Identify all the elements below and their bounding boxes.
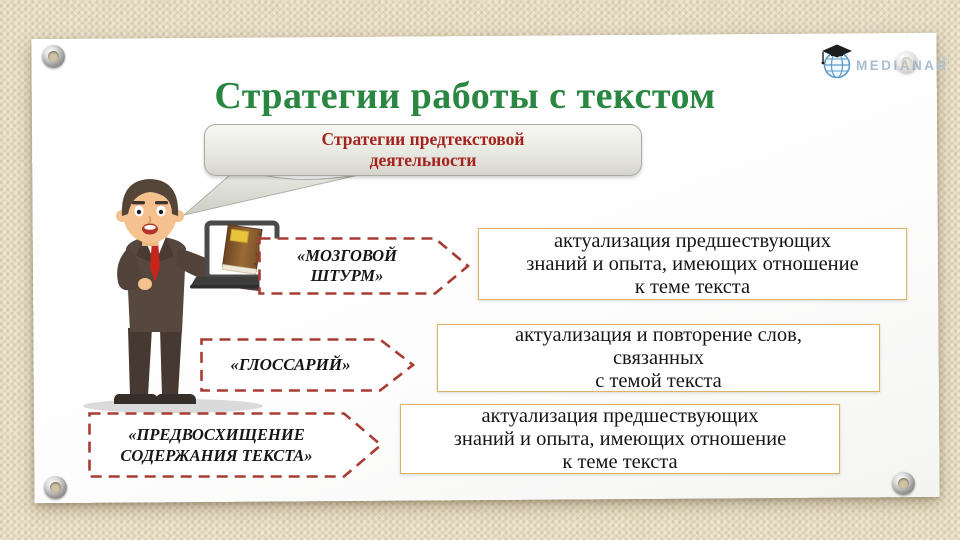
description-box-glossary: актуализация и повторение слов, связанны… xyxy=(437,324,880,392)
screw-top-right-icon xyxy=(895,51,918,74)
red-tie xyxy=(150,240,160,282)
globe-graduation-icon xyxy=(821,44,852,79)
screw-bottom-right-icon xyxy=(892,472,915,495)
arrow-label-predvoskhishchenie: «ПРЕДВОСХИЩЕНИЕ СОДЕРЖАНИЯ ТЕКСТА» xyxy=(88,412,383,478)
hair xyxy=(121,179,179,216)
screw-bottom-left-icon xyxy=(44,476,67,499)
arrow-label-text: «ГЛОССАРИЙ» xyxy=(230,355,351,374)
description-box-brainstorm: актуализация предшествующих знаний и опы… xyxy=(478,228,907,300)
page-title: Стратегии работы с текстом xyxy=(214,75,716,117)
arrow-label-mozgovoy-shturm: «МОЗГОВОЙ ШТУРМ» xyxy=(258,237,470,295)
speech-bubble: Стратегии предтекстовой деятельности xyxy=(204,124,642,176)
medianar-logo: MEDIANAR ru xyxy=(821,44,950,79)
book-icon xyxy=(221,224,263,275)
logo-brand-text: MEDIANAR xyxy=(856,58,949,73)
arrow-label-text: «МОЗГОВОЙ ШТУРМ» xyxy=(297,246,397,285)
dashed-arrow-shape xyxy=(200,338,415,392)
dashed-arrow-shape xyxy=(88,412,383,478)
description-box-anticipation: актуализация предшествующих знаний и опы… xyxy=(400,404,840,474)
screw-top-left-icon xyxy=(42,45,65,68)
arrow-label-glossariy: «ГЛОССАРИЙ» xyxy=(200,338,415,392)
arrow-label-text: «ПРЕДВОСХИЩЕНИЕ СОДЕРЖАНИЯ ТЕКСТА» xyxy=(120,425,313,465)
logo-superscript: ru xyxy=(943,55,950,62)
dashed-arrow-shape xyxy=(258,237,470,295)
